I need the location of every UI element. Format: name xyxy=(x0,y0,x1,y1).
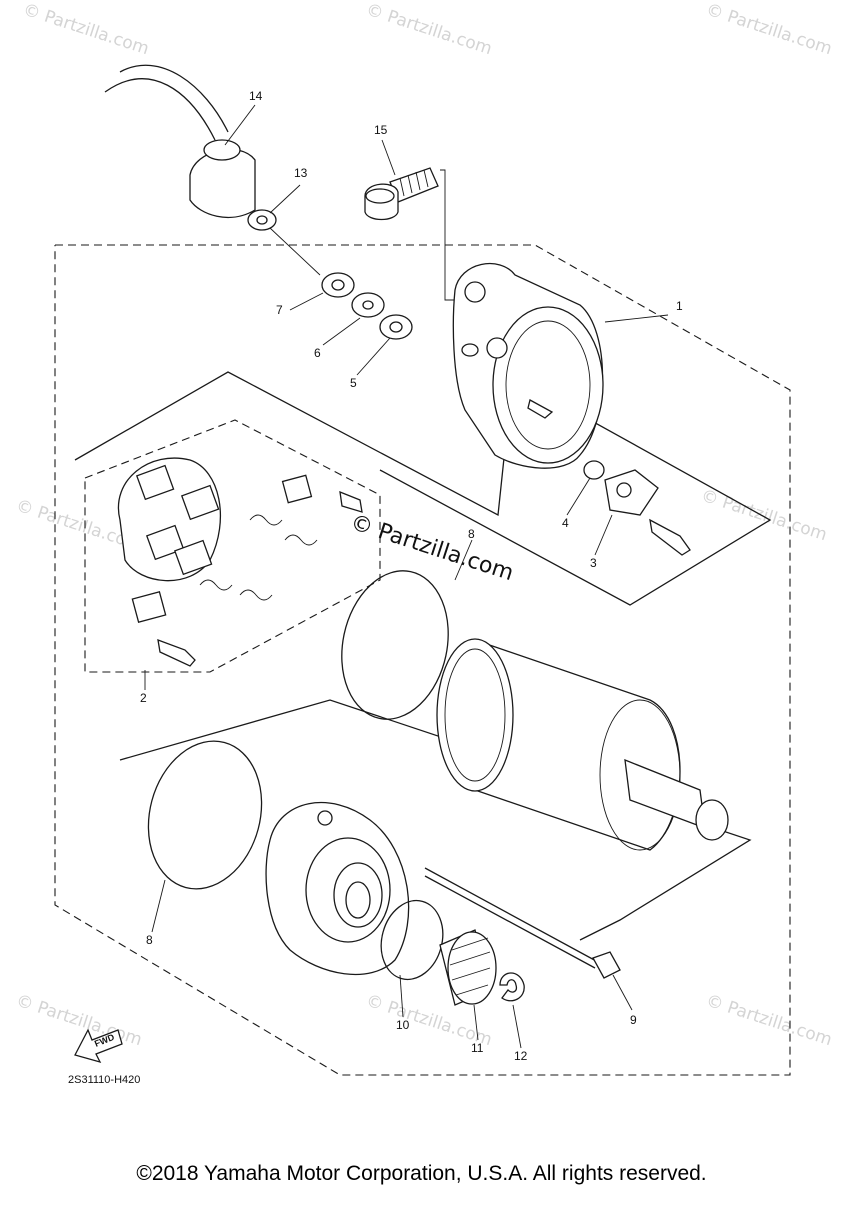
insulator-5 xyxy=(379,314,413,340)
callout-12: 12 xyxy=(514,1049,528,1063)
washer-6 xyxy=(351,292,385,318)
callout-leaders xyxy=(144,104,669,1049)
nut-7 xyxy=(321,272,355,298)
rear-cover xyxy=(452,262,604,469)
assembly-outline xyxy=(54,244,791,1076)
o-ring-8-lower xyxy=(147,740,263,890)
diagram-code: 2S31110-H420 xyxy=(68,1074,141,1086)
o-ring-4 xyxy=(583,460,605,480)
callout-9: 9 xyxy=(630,1013,637,1027)
brush-holder xyxy=(117,457,363,667)
pinion-gear-11 xyxy=(439,929,497,1006)
watermark-tile: © Partzilla.com xyxy=(703,991,834,1051)
callout-8-lower: 8 xyxy=(146,933,153,947)
callout-8-upper: 8 xyxy=(468,527,475,541)
callout-2: 2 xyxy=(140,691,147,705)
circlip-12 xyxy=(499,972,525,1002)
through-bolt-9 xyxy=(424,867,621,979)
front-cover xyxy=(265,801,410,976)
front-plane-frame xyxy=(119,699,752,941)
watermark-tile: © Partzilla.com xyxy=(13,991,144,1051)
washer-13 xyxy=(247,209,277,231)
o-ring-8-upper xyxy=(341,570,449,720)
brush-holder-frame xyxy=(84,419,381,673)
callout-7: 7 xyxy=(276,303,283,317)
callout-5: 5 xyxy=(350,376,357,390)
callout-1: 1 xyxy=(676,299,683,313)
callout-10: 10 xyxy=(396,1018,410,1032)
callout-15: 15 xyxy=(374,123,388,137)
callout-6: 6 xyxy=(314,346,321,360)
terminal-3 xyxy=(604,469,691,556)
callout-4: 4 xyxy=(562,516,569,530)
callout-3: 3 xyxy=(590,556,597,570)
watermark-tile: © Partzilla.com xyxy=(703,0,834,59)
bolt-15 xyxy=(364,167,439,221)
callout-14: 14 xyxy=(249,89,263,103)
watermark-tile: © Partzilla.com xyxy=(20,0,151,59)
callout-numbers: 1 2 3 4 5 6 7 8 8 9 10 11 12 13 14 15 xyxy=(140,89,683,1063)
lead-wire xyxy=(104,64,256,219)
copyright-notice: ©2018 Yamaha Motor Corporation, U.S.A. A… xyxy=(136,1162,707,1185)
washer-stack-leader xyxy=(269,227,321,276)
watermark-tile: © Partzilla.com xyxy=(698,486,829,546)
yoke xyxy=(436,638,729,851)
callout-11: 11 xyxy=(471,1041,484,1055)
callout-13: 13 xyxy=(294,166,308,180)
watermark-tile: © Partzilla.com xyxy=(363,0,494,59)
